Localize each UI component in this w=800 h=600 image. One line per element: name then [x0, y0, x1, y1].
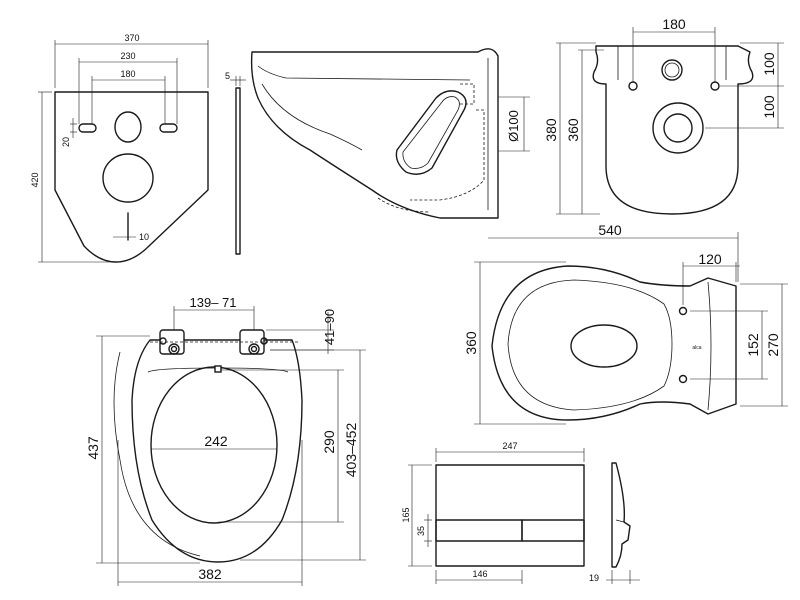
- mounting-plate-outline: [54, 91, 209, 263]
- dim-bottom-slot: 10: [139, 232, 149, 242]
- dim-slot: 20: [61, 137, 71, 147]
- top-bowl-rim: [507, 279, 673, 411]
- dim-seat-height: 437: [85, 436, 101, 460]
- dim-hinge-depth: 41–90: [322, 309, 337, 345]
- plate-edge: [235, 87, 241, 255]
- flush-button-left: [435, 519, 523, 542]
- dim-rear-hole-spacing: 180: [662, 16, 686, 32]
- dim-flush-depth: 19: [589, 573, 599, 583]
- wc-top-view: alca 540 120 152 270 360: [463, 222, 788, 425]
- dim-rear-height-total: 380: [543, 118, 559, 142]
- flush-button-right: [521, 519, 585, 542]
- dim-plate-thickness: 5: [225, 71, 230, 81]
- top-left-hole: [678, 306, 688, 316]
- bowl-side-outline: [250, 48, 499, 219]
- hidden-outlet: [460, 83, 475, 105]
- wc-rear-view: 180 100 100 380 360: [543, 16, 784, 215]
- lower-opening: [102, 153, 154, 203]
- dim-top-hole-spacing: 152: [745, 333, 761, 357]
- dim-flush-button-height: 35: [416, 526, 426, 536]
- top-logo: alca: [692, 345, 701, 351]
- dim-seat-inner-width: 242: [204, 433, 228, 449]
- rear-outline: [592, 45, 754, 215]
- dim-top-hole-offset: 120: [698, 251, 722, 267]
- right-slot: [159, 123, 178, 133]
- rear-left-hole: [628, 81, 638, 91]
- dim-plate-width: 370: [124, 33, 139, 43]
- plate-side-view: 5: [225, 71, 246, 255]
- rear-top-hole: [661, 59, 683, 81]
- seat-opening: [150, 366, 278, 524]
- flush-plate: 247 165 35 146: [401, 441, 585, 584]
- left-slot: [78, 123, 97, 133]
- dim-seat-opening: 290: [321, 430, 337, 454]
- rear-right-hole: [710, 81, 720, 91]
- dim-inner-holes: 180: [120, 69, 135, 79]
- flush-side-outline: [611, 462, 631, 568]
- dim-rear-height-body: 360: [565, 118, 581, 142]
- dim-top-length: 540: [598, 222, 622, 238]
- toilet-seat: 139– 71 41–90 242 290 403–452 437 382: [85, 295, 366, 586]
- dim-rear-upper: 100: [761, 52, 777, 76]
- top-right-hole: [678, 374, 688, 384]
- seat-outer: [131, 339, 303, 563]
- rear-outlet: [652, 102, 704, 154]
- dim-seat-width: 382: [198, 566, 222, 582]
- flush-plate-side-view: 19: [589, 462, 640, 584]
- dim-plate-height: 420: [30, 172, 40, 187]
- outlet-opening: [395, 90, 467, 175]
- dim-outlet: Ø100: [506, 110, 521, 142]
- dim-outer-holes: 230: [120, 51, 135, 61]
- top-outline: [491, 265, 737, 421]
- dim-flush-width: 247: [502, 441, 517, 451]
- dim-flush-button-width: 146: [472, 569, 487, 579]
- dim-flush-height: 165: [401, 507, 411, 522]
- wc-side-view: Ø100: [250, 48, 530, 219]
- top-bowl-outlet: [570, 324, 638, 368]
- upper-opening: [114, 111, 142, 143]
- mounting-plate: 370 230 180 420 20 10: [30, 33, 209, 263]
- dim-top-rear-width: 270: [765, 333, 781, 357]
- dim-hinge-spacing: 139– 71: [190, 295, 237, 310]
- dim-top-width: 360: [463, 331, 479, 355]
- flush-plate-outline: [435, 464, 585, 567]
- seat-edge: [113, 351, 201, 557]
- dim-rear-lower: 100: [761, 95, 777, 119]
- dim-seat-range: 403–452: [343, 423, 359, 478]
